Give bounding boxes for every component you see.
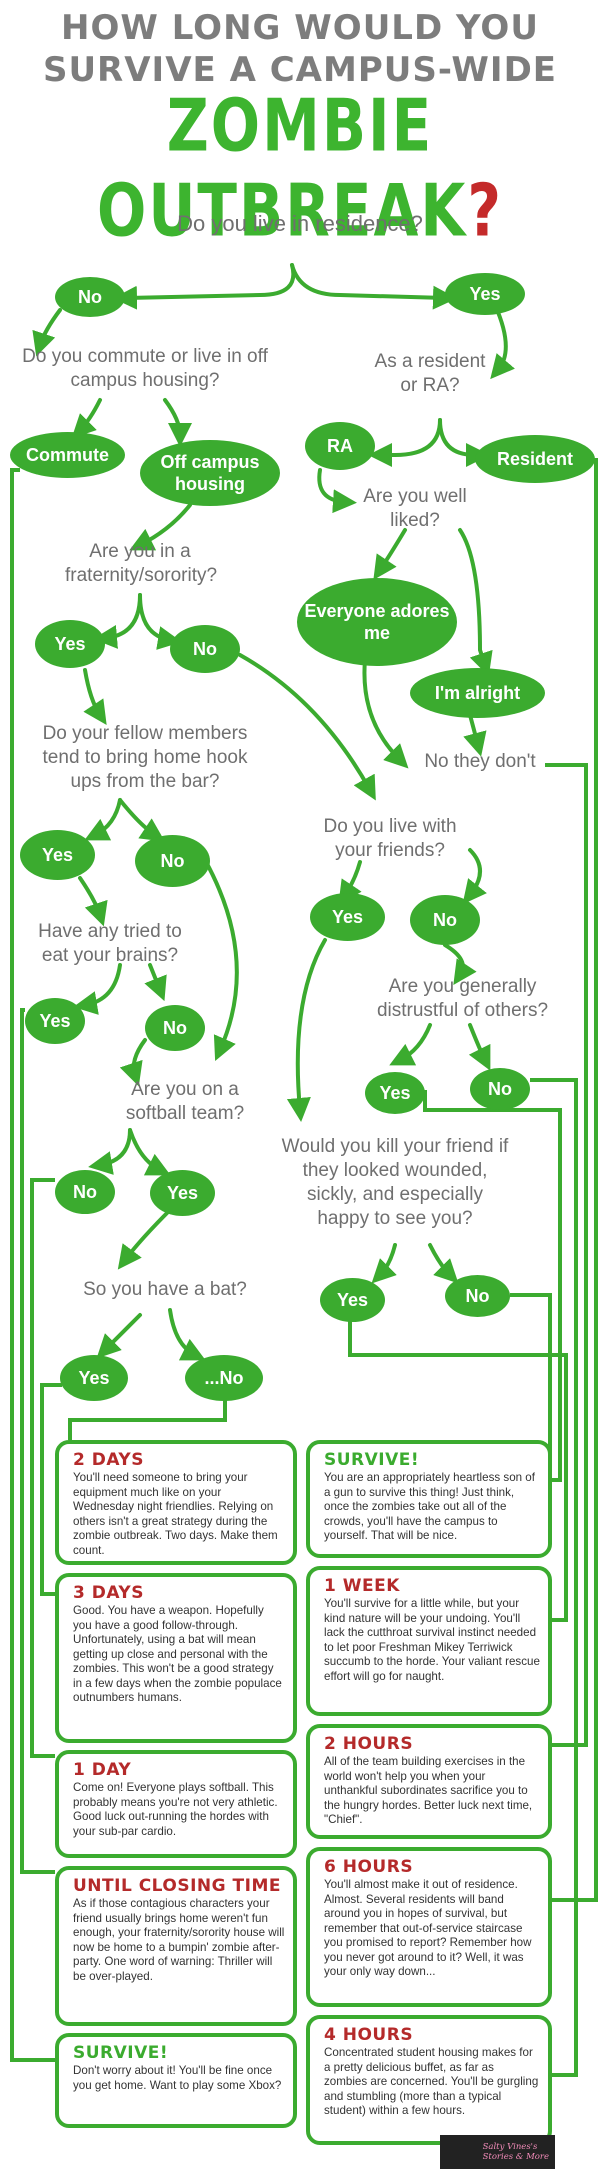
outcome-title: 1 WEEK	[324, 1576, 400, 1596]
answer-everyone-adores-me: Everyone adores me	[297, 578, 457, 666]
outcome-title: 6 HOURS	[324, 1857, 414, 1877]
title-line-1: HOW LONG WOULD YOU	[61, 8, 539, 48]
outcome-body: You'll almost make it out of residence. …	[324, 1878, 532, 1978]
outcome-body: You are an appropriately heartless son o…	[324, 1471, 535, 1542]
outcome-title: 1 DAY	[73, 1760, 132, 1780]
answer-no-bat: ...No	[185, 1355, 263, 1401]
outcome-body: As if those contagious characters your f…	[73, 1897, 285, 1983]
outcome-title: 3 DAYS	[73, 1583, 144, 1603]
question-softball-team: Are you on a softball team?	[125, 1079, 245, 1124]
answer-yes-kill-friend: Yes	[320, 1278, 385, 1322]
title-zombie-outbreak: ZOMBIE OUTBREAK?	[0, 83, 600, 253]
author-logo: Salty Vines's Stories & More	[440, 2135, 555, 2169]
outcome-title: UNTIL CLOSING TIME	[73, 1876, 281, 1896]
answer-no-distrustful: No	[470, 1068, 530, 1110]
question-live-in-residence: Do you live in residence?	[177, 211, 423, 236]
outcome-4-hours: 4 HOURS Concentrated student housing mak…	[306, 2015, 552, 2145]
answer-resident: Resident	[475, 435, 595, 483]
outcome-survive-right: SURVIVE! You are an appropriately heartl…	[306, 1440, 552, 1558]
answer-yes-softball: Yes	[150, 1170, 215, 1216]
answer-yes-distrustful: Yes	[365, 1072, 425, 1114]
answer-yes-eat-brains: Yes	[25, 998, 85, 1044]
question-fellow-members-hook-ups: Do your fellow members tend to bring hom…	[42, 723, 248, 792]
answer-no-kill-friend: No	[445, 1275, 510, 1317]
outcome-survive-left: SURVIVE! Don't worry about it! You'll be…	[55, 2033, 297, 2128]
answer-no-eat-brains: No	[145, 1005, 205, 1051]
outcome-title: 2 HOURS	[324, 1734, 414, 1754]
outcome-2-days: 2 DAYS You'll need someone to bring your…	[55, 1440, 297, 1565]
answer-yes-live-with-friends: Yes	[310, 893, 385, 941]
answer-no-softball: No	[55, 1170, 115, 1214]
outcome-6-hours: 6 HOURS You'll almost make it out of res…	[306, 1847, 552, 2007]
answer-yes-hook-ups: Yes	[20, 830, 95, 880]
question-have-a-bat: So you have a bat?	[83, 1279, 247, 1300]
question-kill-your-friend: Would you kill your friend if they looke…	[281, 1136, 509, 1229]
outcome-title: 2 DAYS	[73, 1450, 144, 1470]
outcome-body: Concentrated student housing makes for a…	[324, 2046, 539, 2117]
answer-no-they-dont: No they don't	[424, 751, 536, 772]
outcome-title: SURVIVE!	[324, 1450, 420, 1470]
answer-yes-residence: Yes	[445, 273, 525, 315]
question-commute-or-off-campus: Do you commute or live in off campus hou…	[22, 346, 268, 391]
answer-commute: Commute	[10, 432, 125, 478]
outcome-title: SURVIVE!	[73, 2043, 169, 2063]
outcome-body: You'll need someone to bring your equipm…	[73, 1471, 278, 1557]
answer-no-residence: No	[55, 277, 125, 317]
question-eat-your-brains: Have any tried to eat your brains?	[38, 921, 182, 966]
answer-yes-fraternity: Yes	[35, 620, 105, 668]
outcome-title: 4 HOURS	[324, 2025, 414, 2045]
outcome-body: You'll survive for a little while, but y…	[324, 1597, 540, 1683]
outcome-until-closing-time: UNTIL CLOSING TIME As if those contagiou…	[55, 1866, 297, 2026]
answer-no-hook-ups: No	[135, 835, 210, 887]
answer-ra: RA	[305, 422, 375, 470]
answer-im-alright: I'm alright	[410, 668, 545, 718]
outcome-body: Don't worry about it! You'll be fine onc…	[73, 2064, 282, 2092]
outcome-body: All of the team building exercises in th…	[324, 1755, 533, 1826]
outcome-2-hours: 2 HOURS All of the team building exercis…	[306, 1724, 552, 1839]
outcome-3-days: 3 DAYS Good. You have a weapon. Hopefull…	[55, 1573, 297, 1743]
answer-no-fraternity: No	[170, 625, 240, 673]
outcome-1-day: 1 DAY Come on! Everyone plays softball. …	[55, 1750, 297, 1858]
title-question-mark: ?	[467, 168, 503, 253]
logo-line-2: Stories & More	[482, 2152, 549, 2162]
answer-no-live-with-friends: No	[410, 895, 480, 945]
question-distrustful: Are you generally distrustful of others?	[376, 976, 549, 1021]
outcome-1-week: 1 WEEK You'll survive for a little while…	[306, 1566, 552, 1716]
outcome-body: Come on! Everyone plays softball. This p…	[73, 1781, 278, 1838]
question-fraternity-sorority: Are you in a fraternity/sorority?	[65, 541, 218, 586]
answer-yes-bat: Yes	[60, 1355, 128, 1401]
title-line-2: SURVIVE A CAMPUS-WIDE	[42, 50, 558, 90]
question-well-liked: Are you well liked?	[363, 486, 467, 531]
question-resident-or-ra: As a resident or RA?	[374, 351, 486, 396]
outcome-body: Good. You have a weapon. Hopefully you h…	[73, 1604, 282, 1704]
logo-line-1: Salty Vines's	[482, 2142, 538, 2152]
question-live-with-friends: Do you live with your friends?	[323, 816, 457, 861]
title-line-3: ZOMBIE OUTBREAK	[97, 83, 468, 253]
answer-off-campus-housing: Off campus housing	[140, 440, 280, 506]
